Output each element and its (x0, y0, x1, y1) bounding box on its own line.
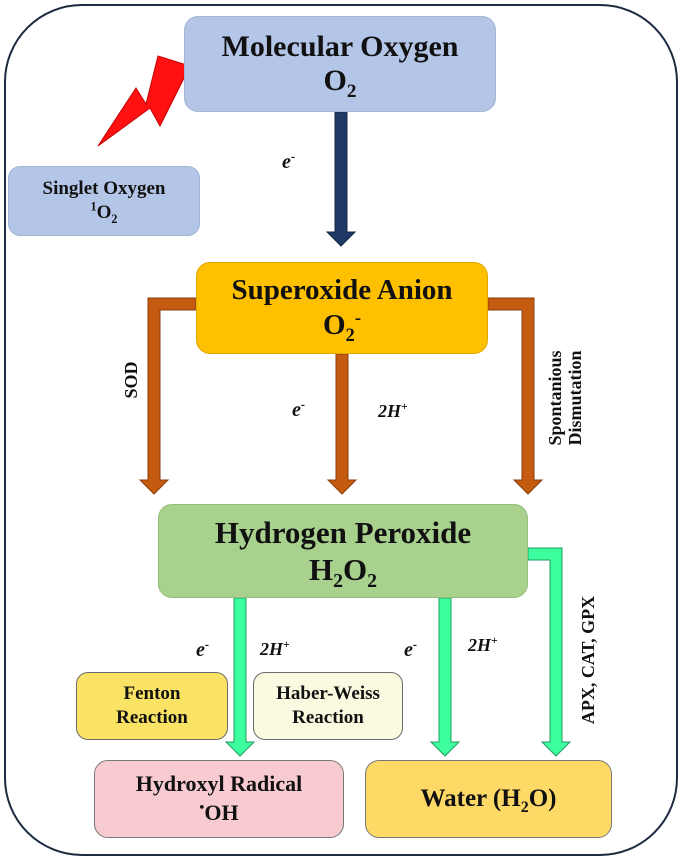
superoxide-anion-node: Superoxide Anion O2- (196, 262, 488, 354)
apx-cat-gpx-label: APX, CAT, GPX (578, 595, 599, 725)
arrow-superoxide-to-peroxide (326, 353, 358, 495)
electron-label-superoxide: e- (292, 397, 306, 421)
arrow-spontaneous-dismutation (487, 297, 544, 495)
superoxide-anion-name: Superoxide Anion (231, 274, 453, 307)
water-name: Water (H2O) (420, 785, 557, 816)
hydrogen-peroxide-node: Hydrogen Peroxide H2O2 (158, 504, 528, 598)
protons-label-hydroxyl: 2H+ (260, 639, 290, 659)
fenton-reaction-node: Fenton Reaction (76, 672, 228, 740)
hydroxyl-radical-node: Hydroxyl Radical •OH (94, 760, 344, 838)
arrow-enzymatic-to-water (527, 547, 572, 757)
molecular-oxygen-node: Molecular Oxygen O2 (184, 16, 496, 112)
water-node: Water (H2O) (365, 760, 612, 838)
singlet-oxygen-formula: 1O2 (90, 199, 118, 226)
haber-weiss-reaction-node: Haber-Weiss Reaction (253, 672, 403, 740)
spontaneous-dismutation-label: Spontanious Dismutation (545, 350, 585, 446)
arrow-peroxide-to-water (429, 597, 461, 757)
hydrogen-peroxide-name: Hydrogen Peroxide (214, 514, 472, 550)
fenton-line2: Reaction (116, 707, 188, 728)
electron-label-hydroxyl: e- (196, 637, 210, 661)
electron-label-oxygen: e- (282, 149, 296, 173)
protons-label-superoxide: 2H+ (378, 401, 408, 421)
superoxide-anion-formula: O2- (322, 307, 362, 346)
fenton-line1: Fenton (123, 683, 181, 705)
haber-weiss-line2: Reaction (292, 707, 364, 728)
molecular-oxygen-formula: O2 (323, 64, 357, 102)
haber-weiss-line1: Haber-Weiss (276, 683, 380, 705)
hydroxyl-radical-formula: •OH (199, 799, 239, 825)
hydrogen-peroxide-formula: H2O2 (308, 552, 378, 593)
arrow-oxygen-to-superoxide (325, 111, 357, 247)
diagram-frame (4, 4, 678, 856)
arrow-sod (138, 297, 197, 495)
protons-label-water: 2H+ (468, 635, 498, 655)
electron-label-water: e- (404, 637, 418, 661)
hydroxyl-radical-name: Hydroxyl Radical (135, 771, 303, 797)
lightning-bolt-icon (97, 55, 191, 147)
singlet-oxygen-name: Singlet Oxygen (42, 178, 166, 200)
molecular-oxygen-name: Molecular Oxygen (221, 29, 459, 63)
arrow-peroxide-to-hydroxyl (224, 597, 256, 757)
sod-label: SOD (121, 361, 142, 399)
singlet-oxygen-node: Singlet Oxygen 1O2 (8, 166, 200, 236)
